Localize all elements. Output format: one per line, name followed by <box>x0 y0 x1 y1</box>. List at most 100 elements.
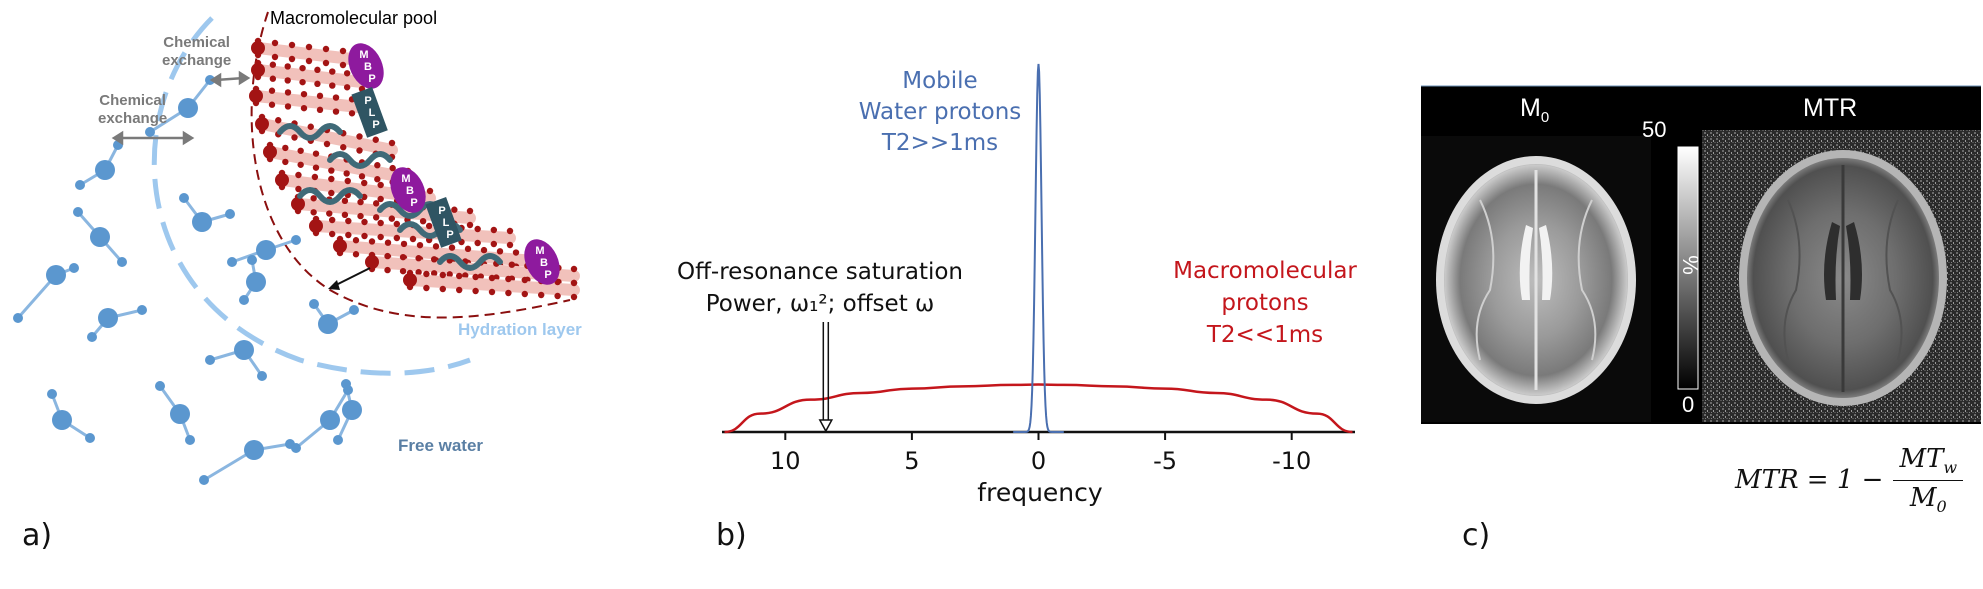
protein-helix <box>277 123 343 141</box>
macro-label-line: protons <box>1221 290 1309 316</box>
mobile-water-lineshape <box>1013 63 1064 433</box>
svg-text:B: B <box>406 185 414 197</box>
formula-denominator: M0 <box>1910 481 1947 516</box>
macromolecular-label: Macromolecular protons T2<<1ms <box>1140 255 1390 351</box>
svg-text:P: P <box>438 205 445 217</box>
formula-numerator-sub: w <box>1943 458 1958 478</box>
lipid-layer <box>404 274 580 296</box>
lipid-layer <box>252 42 366 66</box>
mtr-formula: MTR = 1 − MTw M0 <box>1735 440 1964 520</box>
saturation-label-line: Off-resonance saturation <box>676 259 964 285</box>
panel-b-letter: b) <box>716 518 747 553</box>
svg-text:B: B <box>540 257 548 269</box>
colorbar-unit-label: % <box>1677 255 1703 275</box>
water-molecule <box>239 255 266 305</box>
macro-label-line: Macromolecular <box>1173 258 1357 284</box>
colorbar <box>1677 146 1699 390</box>
chemical-exchange-label-2: Chemical exchange <box>98 92 167 128</box>
x-tick-label: -5 <box>1153 447 1177 475</box>
mobile-water-label: Mobile Water protons T2>>1ms <box>820 66 1060 159</box>
colorbar-max-label: 50 <box>1642 117 1667 142</box>
lipid-bilayer-stack <box>249 37 580 301</box>
svg-text:M: M <box>359 49 368 61</box>
lipid-layer <box>310 220 516 244</box>
water-molecule <box>75 140 123 190</box>
hydration-layer-label: Hydration layer <box>458 320 582 339</box>
svg-text:L: L <box>443 217 450 229</box>
formula-numerator-text: MT <box>1899 444 1944 475</box>
x-tick-label: 5 <box>904 447 919 475</box>
panel-c-letter: c) <box>1462 518 1491 553</box>
macro-label-line: T2<<1ms <box>1206 322 1324 348</box>
mobile-label-line: Mobile <box>902 68 978 94</box>
svg-text:P: P <box>446 229 453 241</box>
mbp-protein-tag: MBP <box>524 239 560 285</box>
water-molecule <box>13 263 79 323</box>
x-tick-label: 10 <box>770 447 801 475</box>
free-water-molecules <box>13 75 362 485</box>
saturation-label-line: Power, ω₁²; offset ω <box>705 291 935 317</box>
svg-text:P: P <box>544 269 551 281</box>
mobile-label-line: Water protons <box>858 99 1022 125</box>
hydration-arrow <box>328 267 371 290</box>
formula-denominator-text: M <box>1909 482 1937 513</box>
svg-text:M: M <box>401 173 410 185</box>
free-water-label: Free water <box>398 436 484 455</box>
svg-text:M: M <box>535 245 544 257</box>
svg-text:P: P <box>368 73 375 85</box>
chemical-exchange-line: exchange <box>98 110 168 127</box>
lipid-layer <box>334 240 554 268</box>
formula-lhs: MTR = 1 − <box>1735 465 1884 495</box>
m0-title-sub: 0 <box>1540 109 1550 126</box>
water-molecule <box>73 207 127 267</box>
mbp-protein-tag: MBP <box>390 167 426 213</box>
colorbar-min-label: 0 <box>1682 392 1695 417</box>
chemical-exchange-line: exchange <box>162 52 232 69</box>
water-molecule <box>205 340 267 381</box>
water-molecule <box>145 75 215 137</box>
formula-numerator: MTw <box>1893 444 1964 481</box>
lipid-layer <box>252 64 368 88</box>
water-molecule <box>309 299 359 334</box>
protein-helix <box>327 151 393 169</box>
water-molecule <box>47 389 95 443</box>
water-molecule <box>179 193 235 232</box>
mtr-brain-image <box>1702 130 1981 422</box>
svg-text:P: P <box>410 197 417 209</box>
mobile-label-line: T2>>1ms <box>881 130 999 156</box>
panel-a-letter: a) <box>22 518 53 553</box>
svg-text:L: L <box>369 107 376 119</box>
chemical-exchange-arrow <box>111 130 195 146</box>
saturation-arrow <box>818 322 834 433</box>
svg-text:P: P <box>372 119 379 131</box>
m0-title-text: M <box>1520 94 1541 122</box>
macromolecular-pool-label: Macromolecular pool <box>270 8 438 28</box>
water-molecule <box>227 235 301 267</box>
formula-denominator-sub: 0 <box>1936 496 1947 516</box>
m0-title: M0 <box>1520 94 1549 126</box>
chemical-exchange-line: Chemical <box>163 34 230 51</box>
hydration-layer-arc <box>151 16 471 376</box>
x-axis-label: frequency <box>977 478 1103 507</box>
x-tick-label: 0 <box>1031 447 1046 475</box>
mbp-protein-tag: MBP <box>348 43 384 89</box>
macromolecular-pool-arc <box>250 11 571 319</box>
protein-helix <box>297 187 363 205</box>
chemical-exchange-label-1: Chemical exchange <box>162 34 231 70</box>
svg-text:P: P <box>364 95 371 107</box>
plp-protein-tag: PLP <box>351 87 388 138</box>
x-tick-label: -10 <box>1272 447 1311 475</box>
x-ticks: 10 5 0 -5 -10 <box>770 432 1311 475</box>
water-molecule <box>291 385 353 453</box>
water-molecule <box>87 305 147 342</box>
chemical-exchange-line: Chemical <box>99 92 166 109</box>
lipid-layer <box>264 146 414 184</box>
water-molecule <box>199 439 295 485</box>
protein-helix <box>437 253 503 271</box>
plp-protein-tag: PLP <box>425 197 462 248</box>
saturation-label: Off-resonance saturation Power, ω₁²; off… <box>660 256 980 320</box>
